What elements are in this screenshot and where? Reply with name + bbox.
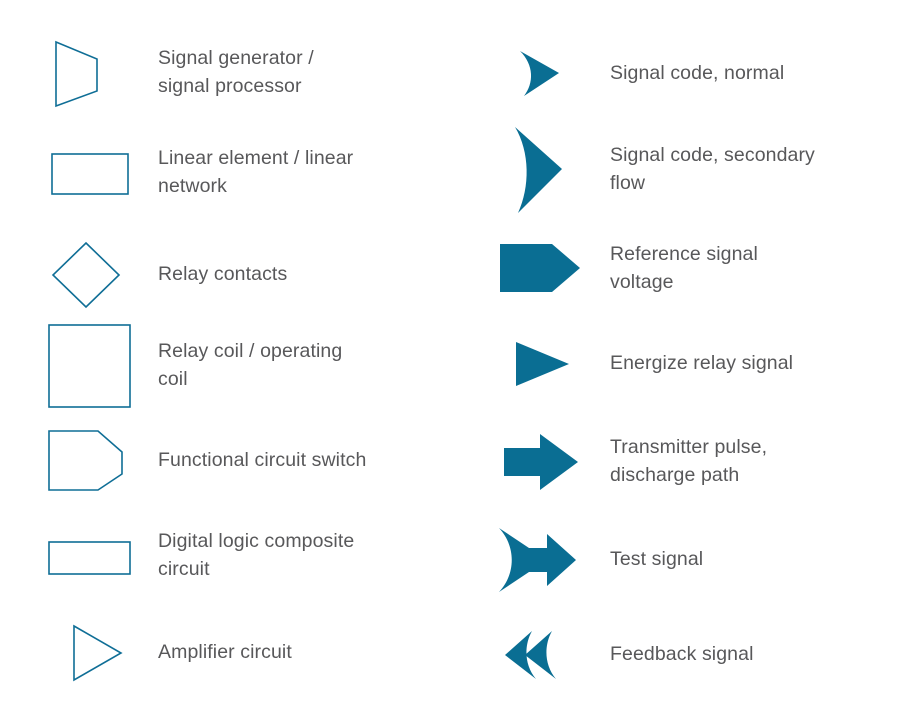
trapezoid-right-taper-outline-icon <box>55 40 98 108</box>
pentagon-block-arrow-filled-icon <box>500 244 580 292</box>
symbol-cell <box>494 524 590 596</box>
symbol-cell <box>494 333 590 395</box>
legend-item-reference-signal-voltage[interactable]: Reference signal voltage <box>494 237 894 301</box>
triangle-right-filled-icon <box>516 342 569 386</box>
legend-column-right: Signal code, normal Signal code, seconda… <box>480 0 897 723</box>
wide-rectangle-outline-icon <box>48 541 131 575</box>
legend-item-feedback-signal[interactable]: Feedback signal <box>494 627 894 683</box>
legend-item-label: Transmitter pulse, discharge path <box>610 436 768 486</box>
crescent-arrowhead-small-icon <box>520 51 559 96</box>
legend-item-label: Feedback signal <box>610 643 754 666</box>
legend-item-test-signal[interactable]: Test signal <box>494 524 894 596</box>
symbol-cell <box>38 136 130 210</box>
crescent-arrowhead-tall-icon <box>515 127 562 213</box>
legend-item-relay-coil[interactable]: Relay coil / operating coil <box>38 323 468 409</box>
symbol-cell <box>38 323 131 409</box>
block-arrow-right-filled-icon <box>504 434 578 490</box>
legend-item-functional-circuit-switch[interactable]: Functional circuit switch <box>38 427 468 495</box>
legend-item-label: Linear element / linear network <box>158 147 354 197</box>
legend-item-label: Energize relay signal <box>610 352 794 375</box>
legend-item-label: Relay coil / operating coil <box>158 340 343 390</box>
triangle-right-outline-icon <box>73 624 123 682</box>
legend-item-amplifier-circuit[interactable]: Amplifier circuit <box>38 618 468 688</box>
legend-item-label: Amplifier circuit <box>158 641 292 664</box>
legend-item-label: Functional circuit switch <box>158 449 367 472</box>
legend-item-relay-contacts[interactable]: Relay contacts <box>38 235 468 315</box>
rectangle-outline-icon <box>51 153 129 195</box>
symbol-cell <box>494 47 590 101</box>
symbol-cell <box>38 235 130 315</box>
legend-item-signal-code-secondary[interactable]: Signal code, secondary flow <box>494 124 894 216</box>
symbol-cell <box>494 124 590 216</box>
legend-item-label: Test signal <box>610 548 704 571</box>
legend-column-left: Signal generator / signal processor Line… <box>38 34 468 688</box>
legend-item-label: Signal code, normal <box>610 62 785 85</box>
legend-item-label: Signal code, secondary flow <box>610 144 815 194</box>
double-chevron-left-icon <box>505 631 556 679</box>
symbol-cell <box>494 427 590 497</box>
diamond-outline-icon <box>51 241 121 309</box>
legend-item-transmitter-pulse[interactable]: Transmitter pulse, discharge path <box>494 427 894 497</box>
block-arrow-concave-tail-icon <box>499 528 576 592</box>
symbol-cell <box>494 627 590 683</box>
legend-item-signal-generator[interactable]: Signal generator / signal processor <box>38 34 468 112</box>
symbol-cell <box>494 237 590 301</box>
legend-item-linear-element[interactable]: Linear element / linear network <box>38 134 468 212</box>
symbol-cell <box>38 426 130 496</box>
square-outline-icon <box>48 324 131 408</box>
legend-item-label: Relay contacts <box>158 263 288 286</box>
symbol-cell <box>38 521 131 591</box>
symbol-cell <box>38 36 130 110</box>
legend-item-digital-logic-composite[interactable]: Digital logic composite circuit <box>38 518 468 594</box>
legend-item-signal-code-normal[interactable]: Signal code, normal <box>494 47 894 101</box>
legend-item-label: Signal generator / signal processor <box>158 47 314 97</box>
legend-item-label: Digital logic composite circuit <box>158 530 355 580</box>
legend-item-label: Reference signal voltage <box>610 243 758 293</box>
symbol-cell <box>38 618 130 688</box>
legend-item-energize-relay-signal[interactable]: Energize relay signal <box>494 333 894 395</box>
pentagon-right-point-outline-icon <box>48 430 123 491</box>
